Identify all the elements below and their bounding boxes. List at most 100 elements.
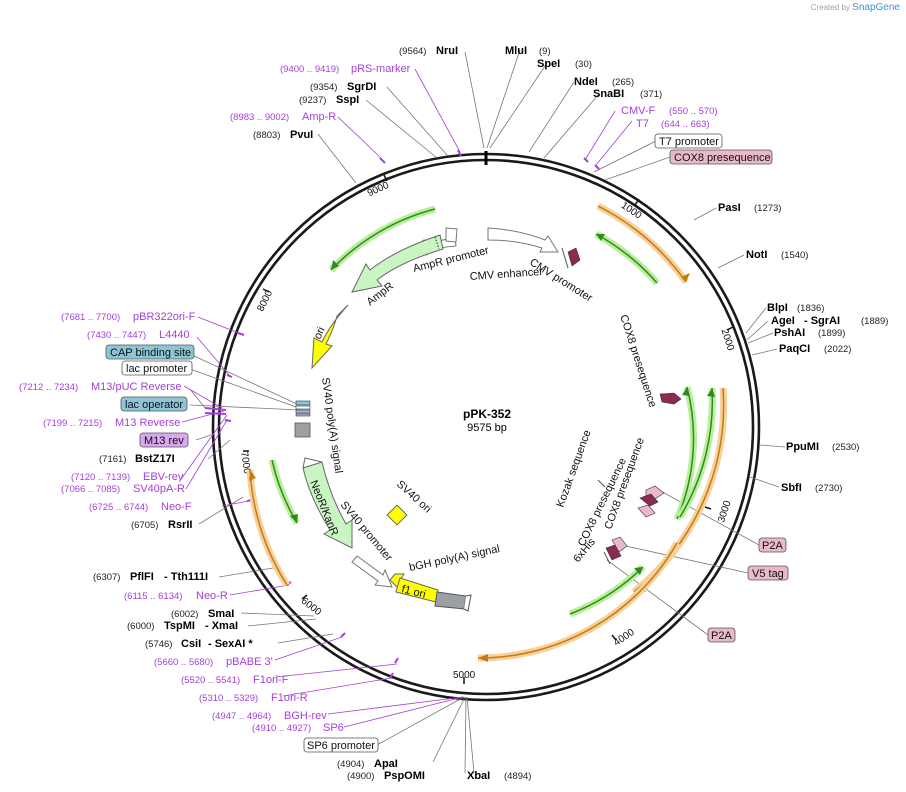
tick-7000: 7000 [238, 451, 252, 475]
primer-BGH-rev[interactable]: (4947 .. 4964) BGH-rev [212, 710, 327, 722]
enzyme-TspMI-name: TspMI [164, 620, 195, 632]
feature-neor[interactable] [302, 457, 353, 549]
enzyme-SexAI-name: - SexAI * [208, 638, 253, 650]
primer-M13-Reverse[interactable]: (7199 .. 7215) M13 Reverse [43, 417, 180, 429]
primer-F1ori-R[interactable]: (5310 .. 5329) F1ori-R [199, 692, 308, 704]
enzyme-CsiI-name: CsiI [181, 638, 201, 650]
enzyme-SnaBI[interactable]: SnaBI (371) [593, 88, 662, 100]
feature-cmv-enhancer[interactable] [487, 227, 559, 253]
enzyme-RsrII[interactable]: (6705) RsrII [131, 519, 192, 531]
tick-2000: 2000 [718, 328, 735, 353]
enzyme-SspI-pos: (9237) [299, 95, 326, 106]
enzyme-PasI-name: PasI [718, 202, 741, 214]
primer-Neo-F[interactable]: (6725 .. 6744) Neo-F [89, 501, 192, 513]
enzyme-PflFI[interactable]: (6307) PflFI - Tth111I [93, 571, 208, 583]
primer-SV40pA-R-name: SV40pA-R [133, 483, 185, 495]
primer-SV40pA-R[interactable]: (7066 .. 7085) SV40pA-R [61, 483, 185, 495]
enzyme-PshAI[interactable]: PshAI (1899) [774, 327, 845, 339]
tick-8000: 8000 [255, 288, 275, 313]
feature-label-lac-operator[interactable]: lac operator [120, 396, 188, 412]
primer-pBABE-pos: (5660 .. 5680) [154, 657, 213, 668]
enzyme-AgeI[interactable]: AgeI - SgrAI (1889) [771, 315, 888, 327]
primer-F1ori-R-pos: (5310 .. 5329) [199, 693, 258, 704]
enzyme-PaqCI[interactable]: PaqCI (2022) [779, 343, 851, 355]
enzyme-PaqCI-name: PaqCI [779, 343, 810, 355]
enzyme-NdeI[interactable]: NdeI (265) [574, 76, 634, 88]
enzyme-PpuMI[interactable]: PpuMI (2530) [786, 441, 859, 453]
primer-BGH-rev-name: BGH-rev [284, 710, 327, 722]
primer-Neo-R-name: Neo-R [196, 590, 228, 602]
enzyme-PvuI[interactable]: (8803) PvuI [253, 129, 313, 141]
enzyme-SgrDI[interactable]: (9354) SgrDI [310, 81, 376, 93]
primer-F1ori-F[interactable]: (5520 .. 5541) F1ori-F [181, 674, 289, 686]
enzyme-BstZ17I[interactable]: (7161) BstZ17I [99, 453, 175, 465]
primer-pBR322ori-F[interactable]: (7681 .. 7700) pBR322ori-F [61, 311, 196, 323]
primer-CMV-F[interactable]: CMV-F (550 .. 570) [621, 105, 718, 117]
enzyme-RsrII-name: RsrII [168, 519, 192, 531]
feature-sv40-ori[interactable] [386, 504, 408, 526]
primer-T7[interactable]: T7 (644 .. 663) [636, 118, 710, 130]
tick-labels: 1000 2000 3000 4000 5000 6000 7000 8000 … [238, 180, 736, 681]
enzyme-SnaBI-pos: (371) [640, 89, 662, 100]
enzyme-BlpI[interactable]: BlpI (1836) [767, 302, 824, 314]
cox8-top-text: COX8 presequence [674, 152, 771, 164]
feature-label-lac-promoter[interactable]: lac promoter [121, 360, 193, 376]
p2a-2-text: P2A [711, 630, 732, 642]
feature-label-cox8-top[interactable]: COX8 presequence [669, 149, 773, 165]
enzyme-XmaI-name: - XmaI [205, 620, 238, 632]
feature-ori[interactable] [311, 304, 349, 370]
enzyme-PshAI-pos: (1899) [818, 328, 845, 339]
feature-label-sp6-promoter[interactable]: SP6 promoter [303, 737, 379, 753]
enzyme-TspMI[interactable]: (6000) TspMI - XmaI [127, 620, 238, 632]
plasmid-length: 9575 bp [467, 422, 507, 434]
enzyme-PshAI-name: PshAI [774, 327, 805, 339]
enzyme-NdeI-pos: (265) [612, 77, 634, 88]
enzyme-PasI[interactable]: PasI (1273) [718, 202, 781, 214]
primer-Neo-R[interactable]: (6115 .. 6134) Neo-R [124, 590, 228, 602]
feature-label-v5-tag[interactable]: V5 tag [747, 565, 789, 581]
enzyme-SspI[interactable]: (9237) SspI [299, 94, 359, 106]
feature-tag-cluster [597, 479, 665, 565]
enzyme-PspOMI[interactable]: (4900) PspOMI [347, 770, 425, 782]
primer-Amp-R[interactable]: (8983 .. 9002) Amp-R [230, 111, 336, 123]
primer-L4440[interactable]: (7430 .. 7447) L4440 [87, 329, 190, 341]
feature-cmv-promoter-marker[interactable] [561, 247, 581, 269]
primer-SP6-pos: (4910 .. 4927) [252, 723, 311, 734]
feature-label-p2a-2[interactable]: P2A [707, 627, 736, 643]
feature-bgh-polya[interactable] [434, 591, 472, 612]
primer-Neo-F-name: Neo-F [161, 501, 192, 513]
enzyme-ApaI[interactable]: (4904) ApaI [337, 758, 398, 770]
primer-Neo-F-pos: (6725 .. 6744) [89, 502, 148, 513]
feature-label-t7-promoter[interactable]: T7 promoter [654, 133, 723, 149]
enzyme-NruI[interactable]: (9564) NruI [399, 45, 458, 57]
feature-ampr[interactable] [351, 234, 444, 293]
primer-L4440-name: L4440 [159, 329, 190, 341]
tick-6000: 6000 [299, 596, 324, 619]
enzyme-SbfI-name: SbfI [781, 482, 802, 494]
feature-sv40-promoter[interactable] [351, 555, 393, 588]
feature-cox8-arrow-right[interactable] [659, 392, 682, 405]
primer-marks [204, 149, 600, 679]
primer-pRS-marker[interactable]: (9400 .. 9419) pRS-marker [280, 63, 411, 75]
enzyme-SbfI[interactable]: SbfI (2730) [781, 482, 842, 494]
enzyme-NruI-name: NruI [436, 45, 458, 57]
enzyme-XbaI[interactable]: XbaI (4894) [467, 770, 531, 782]
feature-label-p2a-1[interactable]: P2A [758, 537, 787, 553]
m13-rev-text: M13 rev [144, 435, 184, 447]
feature-label-cap-site[interactable]: CAP binding site [105, 344, 195, 360]
primer-pBABE-3[interactable]: (5660 .. 5680) pBABE 3' [154, 656, 273, 668]
primer-SP6[interactable]: (4910 .. 4927) SP6 [252, 722, 344, 734]
primer-BGH-rev-pos: (4947 .. 4964) [212, 711, 271, 722]
primer-M13-pUC-Reverse[interactable]: (7212 .. 7234) M13/pUC Reverse [19, 381, 181, 393]
feature-label-m13-rev[interactable]: M13 rev [139, 432, 189, 448]
enzyme-NotI[interactable]: NotI (1540) [746, 249, 808, 261]
primer-F1ori-R-name: F1ori-R [271, 692, 308, 704]
bgh-polya-label: bGH poly(A) signal [408, 543, 501, 574]
enzyme-MluI[interactable]: MluI (9) [505, 45, 551, 57]
enzyme-SpeI[interactable]: SpeI (30) [537, 58, 592, 70]
enzyme-CsiI[interactable]: (5746) CsiI - SexAI * [145, 638, 253, 650]
primer-EBV-rev[interactable]: (7120 .. 7139) EBV-rev [71, 471, 184, 483]
cap-site-text: CAP binding site [110, 347, 191, 359]
enzyme-SmaI[interactable]: (6002) SmaI [171, 608, 234, 620]
